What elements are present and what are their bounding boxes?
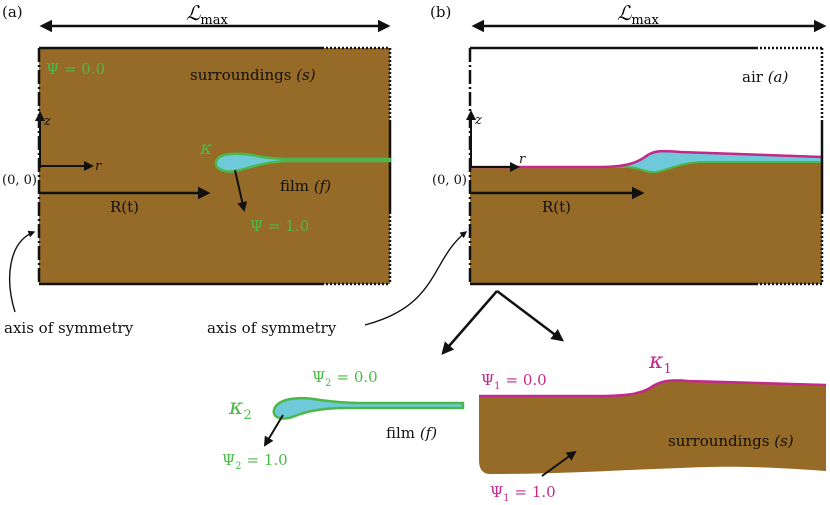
panel-b-tag: (b): [430, 3, 451, 21]
normal-arrow-a: [234, 169, 248, 212]
psi1-top-label: Ψ1= 0.0: [481, 371, 547, 392]
psi2-bottom-label: Ψ2= 1.0: [222, 451, 288, 472]
panel-b: (b) ℒmax air (a) z r (0, 0) R(t) axis of…: [207, 1, 827, 355]
lmax-label-a: ℒmax: [186, 1, 228, 28]
kappa2-label: κ2: [228, 395, 252, 423]
detail-film: Ψ2= 0.0 κ2 Ψ2= 1.0 film (f): [222, 368, 465, 472]
r-label-b: r: [519, 152, 526, 167]
radius-label-b: R(t): [542, 198, 571, 216]
lmax-label-b: ℒmax: [617, 1, 659, 28]
domain-a: [39, 48, 390, 284]
film-detail: [272, 396, 465, 420]
surroundings-label-detail: surroundings (s): [668, 432, 794, 450]
axis-label-b: axis of symmetry: [207, 319, 337, 337]
air-label-b: air (a): [742, 68, 788, 86]
origin-label-a: (0, 0): [2, 173, 37, 188]
r-label-a: r: [95, 159, 102, 174]
axis-label-a: axis of symmetry: [4, 319, 134, 337]
kappa-label-a: κ: [199, 137, 213, 159]
film-label-a: film (f): [280, 177, 331, 195]
axis-callout-a: [9, 230, 36, 313]
psi-top-a: Ψ = 0.0: [46, 60, 105, 78]
split-arrow-right: [496, 290, 564, 342]
surroundings-label-a: surroundings (s): [190, 66, 316, 84]
psi-bottom-a: Ψ = 1.0: [250, 217, 309, 235]
interface-b: [470, 149, 823, 169]
z-label-b: z: [474, 113, 482, 128]
origin-label-b: (0, 0): [432, 173, 467, 188]
interface-detail: [479, 379, 827, 398]
psi1-bottom-label: Ψ1= 1.0: [490, 483, 556, 504]
film-a: [214, 152, 392, 173]
psi2-top-label: Ψ2= 0.0: [312, 368, 378, 389]
domain-b-surroundings: [470, 151, 822, 284]
normal-arrow-detail-film: [263, 414, 284, 447]
z-label-a: z: [43, 114, 51, 129]
kappa1-label: κ1: [648, 349, 672, 377]
panel-a: (a) ℒmax Ψ = 0.0 surroundings (s) z r (0…: [2, 1, 392, 337]
panel-a-tag: (a): [2, 3, 23, 21]
detail-surroundings: Ψ1= 0.0 κ1 surroundings (s) Ψ1= 1.0: [479, 349, 827, 504]
normal-arrow-detail-surroundings: [541, 450, 577, 477]
radius-label-a: R(t): [110, 198, 139, 216]
split-arrow-left: [441, 290, 498, 355]
surroundings-detail: [479, 380, 826, 474]
axis-callout-b: [364, 231, 468, 326]
film-label-detail: film (f): [386, 424, 437, 442]
